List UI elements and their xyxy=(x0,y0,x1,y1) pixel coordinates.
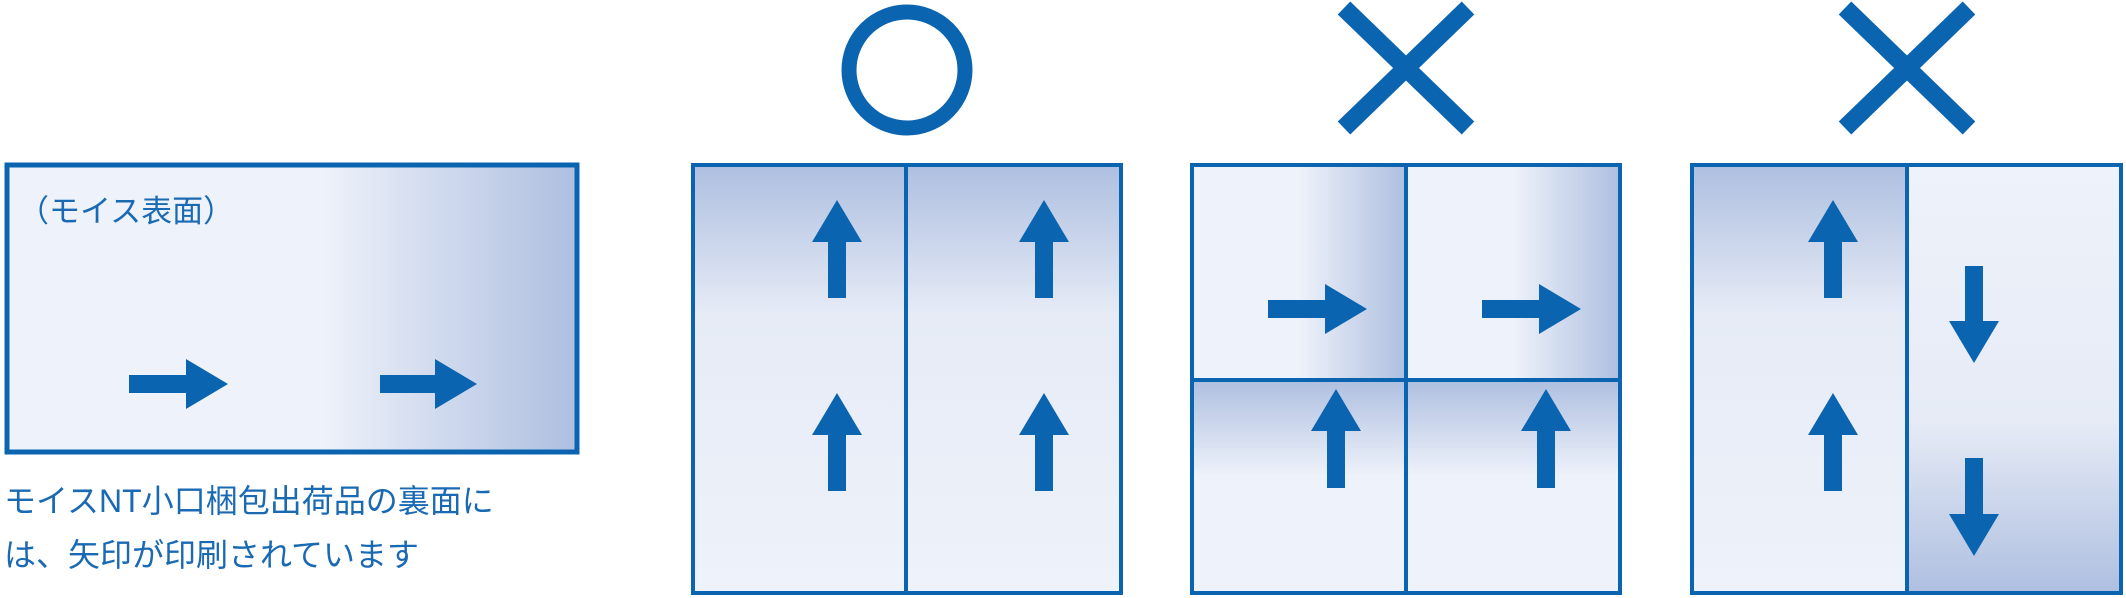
arrow-up-icon xyxy=(1019,200,1069,298)
arrow-right-icon xyxy=(129,359,228,409)
panel-left-column xyxy=(691,163,908,595)
panel-left-column xyxy=(1690,163,1909,595)
example-incorrect-opposed xyxy=(1690,1,2123,595)
arrow-up-icon xyxy=(1808,393,1858,491)
arrow-down-icon xyxy=(1949,266,1999,363)
arrow-up-icon xyxy=(1521,389,1571,488)
circle-ok-icon xyxy=(841,4,973,136)
panel-top-left xyxy=(1190,163,1408,382)
panel-bottom-left xyxy=(1190,378,1408,595)
arrow-up-icon xyxy=(1311,389,1361,488)
surface-panel: （モイス表面） xyxy=(4,162,580,455)
example-incorrect-mixed xyxy=(1190,1,1622,595)
cross-ng-icon xyxy=(1337,1,1475,135)
caption-line-2: は、矢印が印刷されています xyxy=(4,537,419,573)
panel-top-right xyxy=(1404,163,1622,382)
example-correct xyxy=(691,4,1123,595)
panel-right-column xyxy=(904,163,1123,595)
caption-line-1: モイスNT小口梱包出荷品の裏面に xyxy=(4,483,494,519)
arrow-up-icon xyxy=(812,200,862,298)
arrow-up-icon xyxy=(812,393,862,491)
arrow-up-icon xyxy=(1019,393,1069,491)
arrow-right-icon xyxy=(1482,284,1581,334)
arrow-right-icon xyxy=(1268,284,1367,334)
panel-right-column xyxy=(1905,163,2123,595)
arrow-down-icon xyxy=(1949,458,1999,556)
arrow-right-icon xyxy=(380,359,477,409)
cross-ng-icon xyxy=(1838,1,1976,135)
panel-bottom-right xyxy=(1404,378,1622,595)
surface-panel-label: （モイス表面） xyxy=(18,194,234,229)
arrows xyxy=(129,200,1999,556)
arrow-up-icon xyxy=(1808,200,1858,298)
